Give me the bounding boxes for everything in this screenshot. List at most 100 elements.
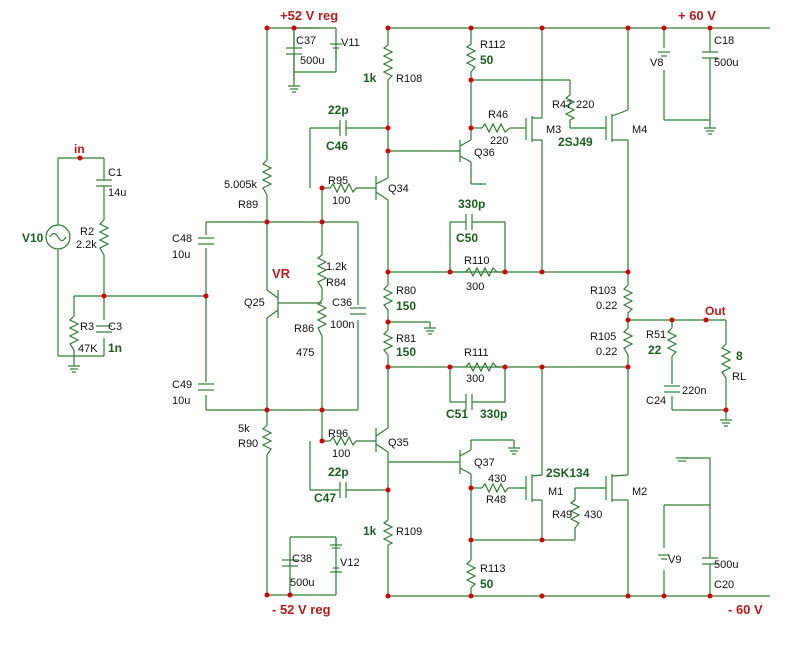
val-c1: 14u bbox=[108, 187, 126, 199]
val-c50: 330p bbox=[458, 197, 485, 211]
val-c37: 500u bbox=[300, 55, 324, 67]
ref-r112: R112 bbox=[480, 39, 505, 51]
val-r46: 220 bbox=[490, 135, 508, 147]
val-c36: 100n bbox=[330, 319, 354, 331]
val-r112: 50 bbox=[480, 53, 494, 67]
transistors bbox=[266, 109, 629, 502]
val-r47: 220 bbox=[576, 99, 594, 111]
val-c18: 500u bbox=[714, 57, 738, 69]
ref-r109: R109 bbox=[396, 526, 422, 538]
val-r84: 1.2k bbox=[326, 261, 347, 273]
capacitors bbox=[96, 28, 718, 572]
val-c20: 500u bbox=[714, 559, 738, 571]
ref-c51: C51 bbox=[446, 407, 468, 421]
val-r96: 100 bbox=[332, 448, 350, 460]
net-in: in bbox=[74, 142, 85, 156]
grounds bbox=[68, 72, 732, 549]
val-c38: 500u bbox=[290, 577, 314, 589]
ref-c3: C3 bbox=[108, 321, 122, 333]
val-c49: 10u bbox=[172, 395, 190, 407]
ref-c24: C24 bbox=[646, 395, 666, 407]
ref-r96: R96 bbox=[328, 428, 348, 440]
ref-c48: C48 bbox=[172, 233, 192, 245]
ref-q36: Q36 bbox=[474, 147, 495, 159]
ref-v11: V11 bbox=[341, 37, 360, 49]
val-r86: 475 bbox=[296, 347, 314, 359]
ref-r108: R108 bbox=[396, 73, 422, 85]
val-r89: 5.005k bbox=[224, 179, 258, 191]
val-r95: 100 bbox=[332, 195, 350, 207]
ref-m3: M3 bbox=[546, 124, 561, 136]
val-r111: 300 bbox=[466, 373, 484, 385]
nfet-type: 2SK134 bbox=[546, 466, 590, 480]
val-c24: 220n bbox=[682, 385, 706, 397]
sources bbox=[45, 43, 670, 573]
ref-q25: Q25 bbox=[244, 297, 265, 309]
val-r2: 2.2k bbox=[76, 239, 97, 251]
ref-q34: Q34 bbox=[388, 183, 409, 195]
ref-c47: C47 bbox=[314, 491, 336, 505]
val-r81: 150 bbox=[396, 345, 416, 359]
ref-c18: C18 bbox=[714, 35, 734, 47]
ref-r95: R95 bbox=[328, 175, 348, 187]
ref-r46: R46 bbox=[488, 109, 508, 121]
ref-m4: M4 bbox=[632, 124, 647, 136]
rail-pos-main: + 60 V bbox=[678, 8, 716, 23]
val-c48: 10u bbox=[172, 249, 190, 261]
ref-r111: R111 bbox=[464, 347, 489, 359]
ref-v12: V12 bbox=[340, 557, 360, 569]
ref-c50: C50 bbox=[456, 231, 478, 245]
val-r49: 430 bbox=[584, 509, 602, 521]
ref-c20: C20 bbox=[714, 579, 734, 591]
val-r110: 300 bbox=[466, 281, 484, 293]
ref-r84: R84 bbox=[326, 277, 346, 289]
wires bbox=[57, 27, 770, 597]
rail-neg-reg: - 52 V reg bbox=[272, 602, 331, 617]
ref-r90: R90 bbox=[238, 438, 258, 450]
ref-c1: C1 bbox=[108, 167, 122, 179]
ref-c36: C36 bbox=[332, 297, 352, 309]
val-rl: 8 bbox=[736, 349, 743, 363]
ref-m1: M1 bbox=[548, 486, 563, 498]
ref-r86: R86 bbox=[294, 323, 314, 335]
val-r108: 1k bbox=[363, 71, 377, 85]
ref-r89: R89 bbox=[238, 199, 258, 211]
ref-v8: V8 bbox=[650, 57, 663, 69]
val-c46: 22p bbox=[328, 103, 349, 117]
ref-r80: R80 bbox=[396, 285, 416, 297]
val-c3: 1n bbox=[108, 341, 122, 355]
ref-r105: R105 bbox=[590, 331, 616, 343]
val-r105: 0.22 bbox=[596, 346, 617, 358]
ref-c37: C37 bbox=[296, 35, 316, 47]
ref-r51: R51 bbox=[646, 329, 666, 341]
rail-neg-main: - 60 V bbox=[728, 602, 763, 617]
ref-c38: C38 bbox=[292, 553, 312, 565]
ref-c46: C46 bbox=[326, 139, 348, 153]
ref-r110: R110 bbox=[464, 255, 489, 267]
val-r51: 22 bbox=[648, 343, 662, 357]
ref-r113: R113 bbox=[480, 563, 505, 575]
ref-r81: R81 bbox=[396, 333, 416, 345]
val-c51: 330p bbox=[480, 407, 507, 421]
rail-pos-reg: +52 V reg bbox=[280, 8, 338, 23]
net-out: Out bbox=[705, 304, 726, 318]
val-r3: 47K bbox=[78, 343, 98, 355]
ref-v9: V9 bbox=[668, 554, 681, 566]
ref-r2: R2 bbox=[80, 226, 94, 238]
resistors bbox=[68, 40, 732, 589]
pfet-type: 2SJ49 bbox=[558, 135, 593, 149]
ref-q35: Q35 bbox=[388, 437, 409, 449]
val-r48: 430 bbox=[488, 473, 506, 485]
ref-rl: RL bbox=[732, 371, 746, 383]
val-r113: 50 bbox=[480, 577, 494, 591]
val-r90: 5k bbox=[238, 423, 250, 435]
ref-v10: V10 bbox=[22, 231, 44, 245]
ref-r47: R47 bbox=[552, 99, 572, 111]
junction-dots bbox=[77, 25, 729, 599]
net-vr: VR bbox=[272, 266, 291, 281]
ref-q37: Q37 bbox=[474, 457, 495, 469]
ref-m2: M2 bbox=[632, 486, 647, 498]
val-r109: 1k bbox=[363, 524, 377, 538]
ref-r49: R49 bbox=[552, 509, 572, 521]
